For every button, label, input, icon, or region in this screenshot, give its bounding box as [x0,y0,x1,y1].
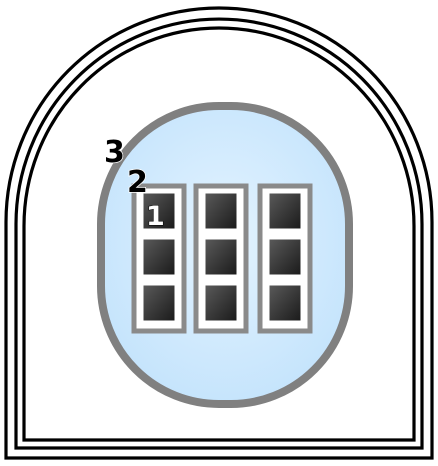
cell-2-1 [204,192,238,230]
cell-2-2 [204,238,238,276]
cell-2-3 [204,284,238,322]
label-cell: 1 [146,201,165,232]
cell-1-3 [142,284,176,322]
cell-3-1 [268,192,302,230]
cell-3-3 [268,284,302,322]
outer-enclosure-outline-middle [14,17,424,450]
cell-3-2 [268,238,302,276]
label-inner: 2 [127,165,148,200]
cell-column-2 [193,183,249,334]
cell-1-1 [142,192,176,230]
cell-column-3 [257,183,313,334]
outer-enclosure-outline-outer [4,6,434,460]
cell-grid [131,183,313,334]
cell-column-1 [131,183,187,334]
label-outer: 3 [104,135,125,170]
outer-enclosure-outline-inner [22,26,416,442]
outer-enclosure [4,6,434,460]
cell-1-2 [142,238,176,276]
